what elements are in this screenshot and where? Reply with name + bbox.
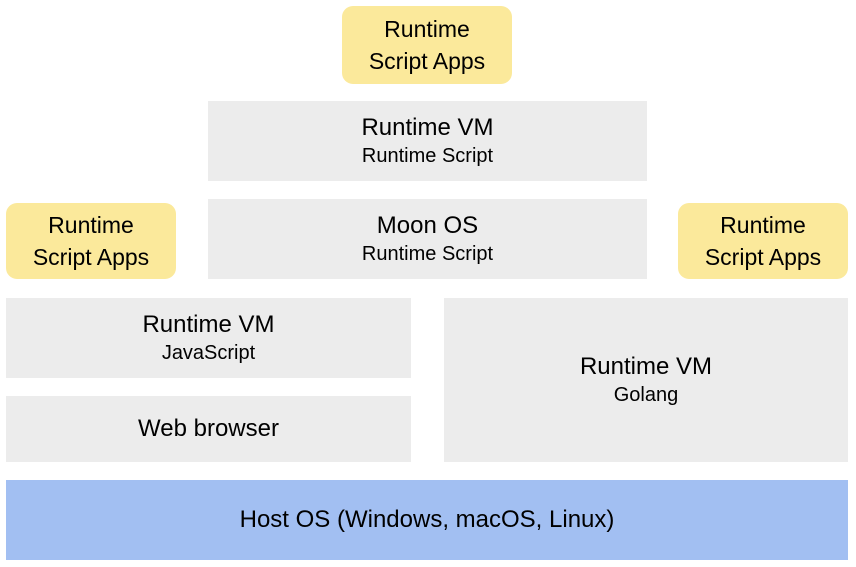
runtime-vm-go-subtitle: Golang [613, 384, 679, 406]
runtime-vm-runtime-script-box: Runtime VM Runtime Script [208, 101, 647, 181]
moon-os-subtitle: Runtime Script [361, 243, 494, 265]
runtime-vm-script-subtitle: Runtime Script [361, 145, 494, 167]
top-runtime-script-apps-box: Runtime Script Apps [342, 6, 512, 84]
right-app-label-line1: Runtime [720, 212, 806, 238]
web-browser-box: Web browser [6, 396, 411, 462]
runtime-vm-go-title: Runtime VM [579, 353, 713, 380]
runtime-vm-script-title: Runtime VM [361, 114, 494, 141]
runtime-vm-golang-box: Runtime VM Golang [444, 298, 848, 462]
right-app-label-line2: Script Apps [704, 244, 822, 270]
top-app-label-line1: Runtime [384, 16, 470, 42]
runtime-vm-js-title: Runtime VM [142, 311, 275, 338]
left-app-label-line2: Script Apps [32, 244, 150, 270]
runtime-vm-javascript-box: Runtime VM JavaScript [6, 298, 411, 378]
top-app-label-line2: Script Apps [368, 48, 486, 74]
right-runtime-script-apps-box: Runtime Script Apps [678, 203, 848, 279]
runtime-vm-js-subtitle: JavaScript [161, 342, 256, 364]
host-os-title: Host OS (Windows, macOS, Linux) [239, 506, 615, 533]
host-os-box: Host OS (Windows, macOS, Linux) [6, 480, 848, 560]
left-runtime-script-apps-box: Runtime Script Apps [6, 203, 176, 279]
web-browser-title: Web browser [138, 415, 279, 442]
left-app-label-line1: Runtime [48, 212, 134, 238]
moon-os-box: Moon OS Runtime Script [208, 199, 647, 279]
moon-os-title: Moon OS [376, 212, 479, 239]
